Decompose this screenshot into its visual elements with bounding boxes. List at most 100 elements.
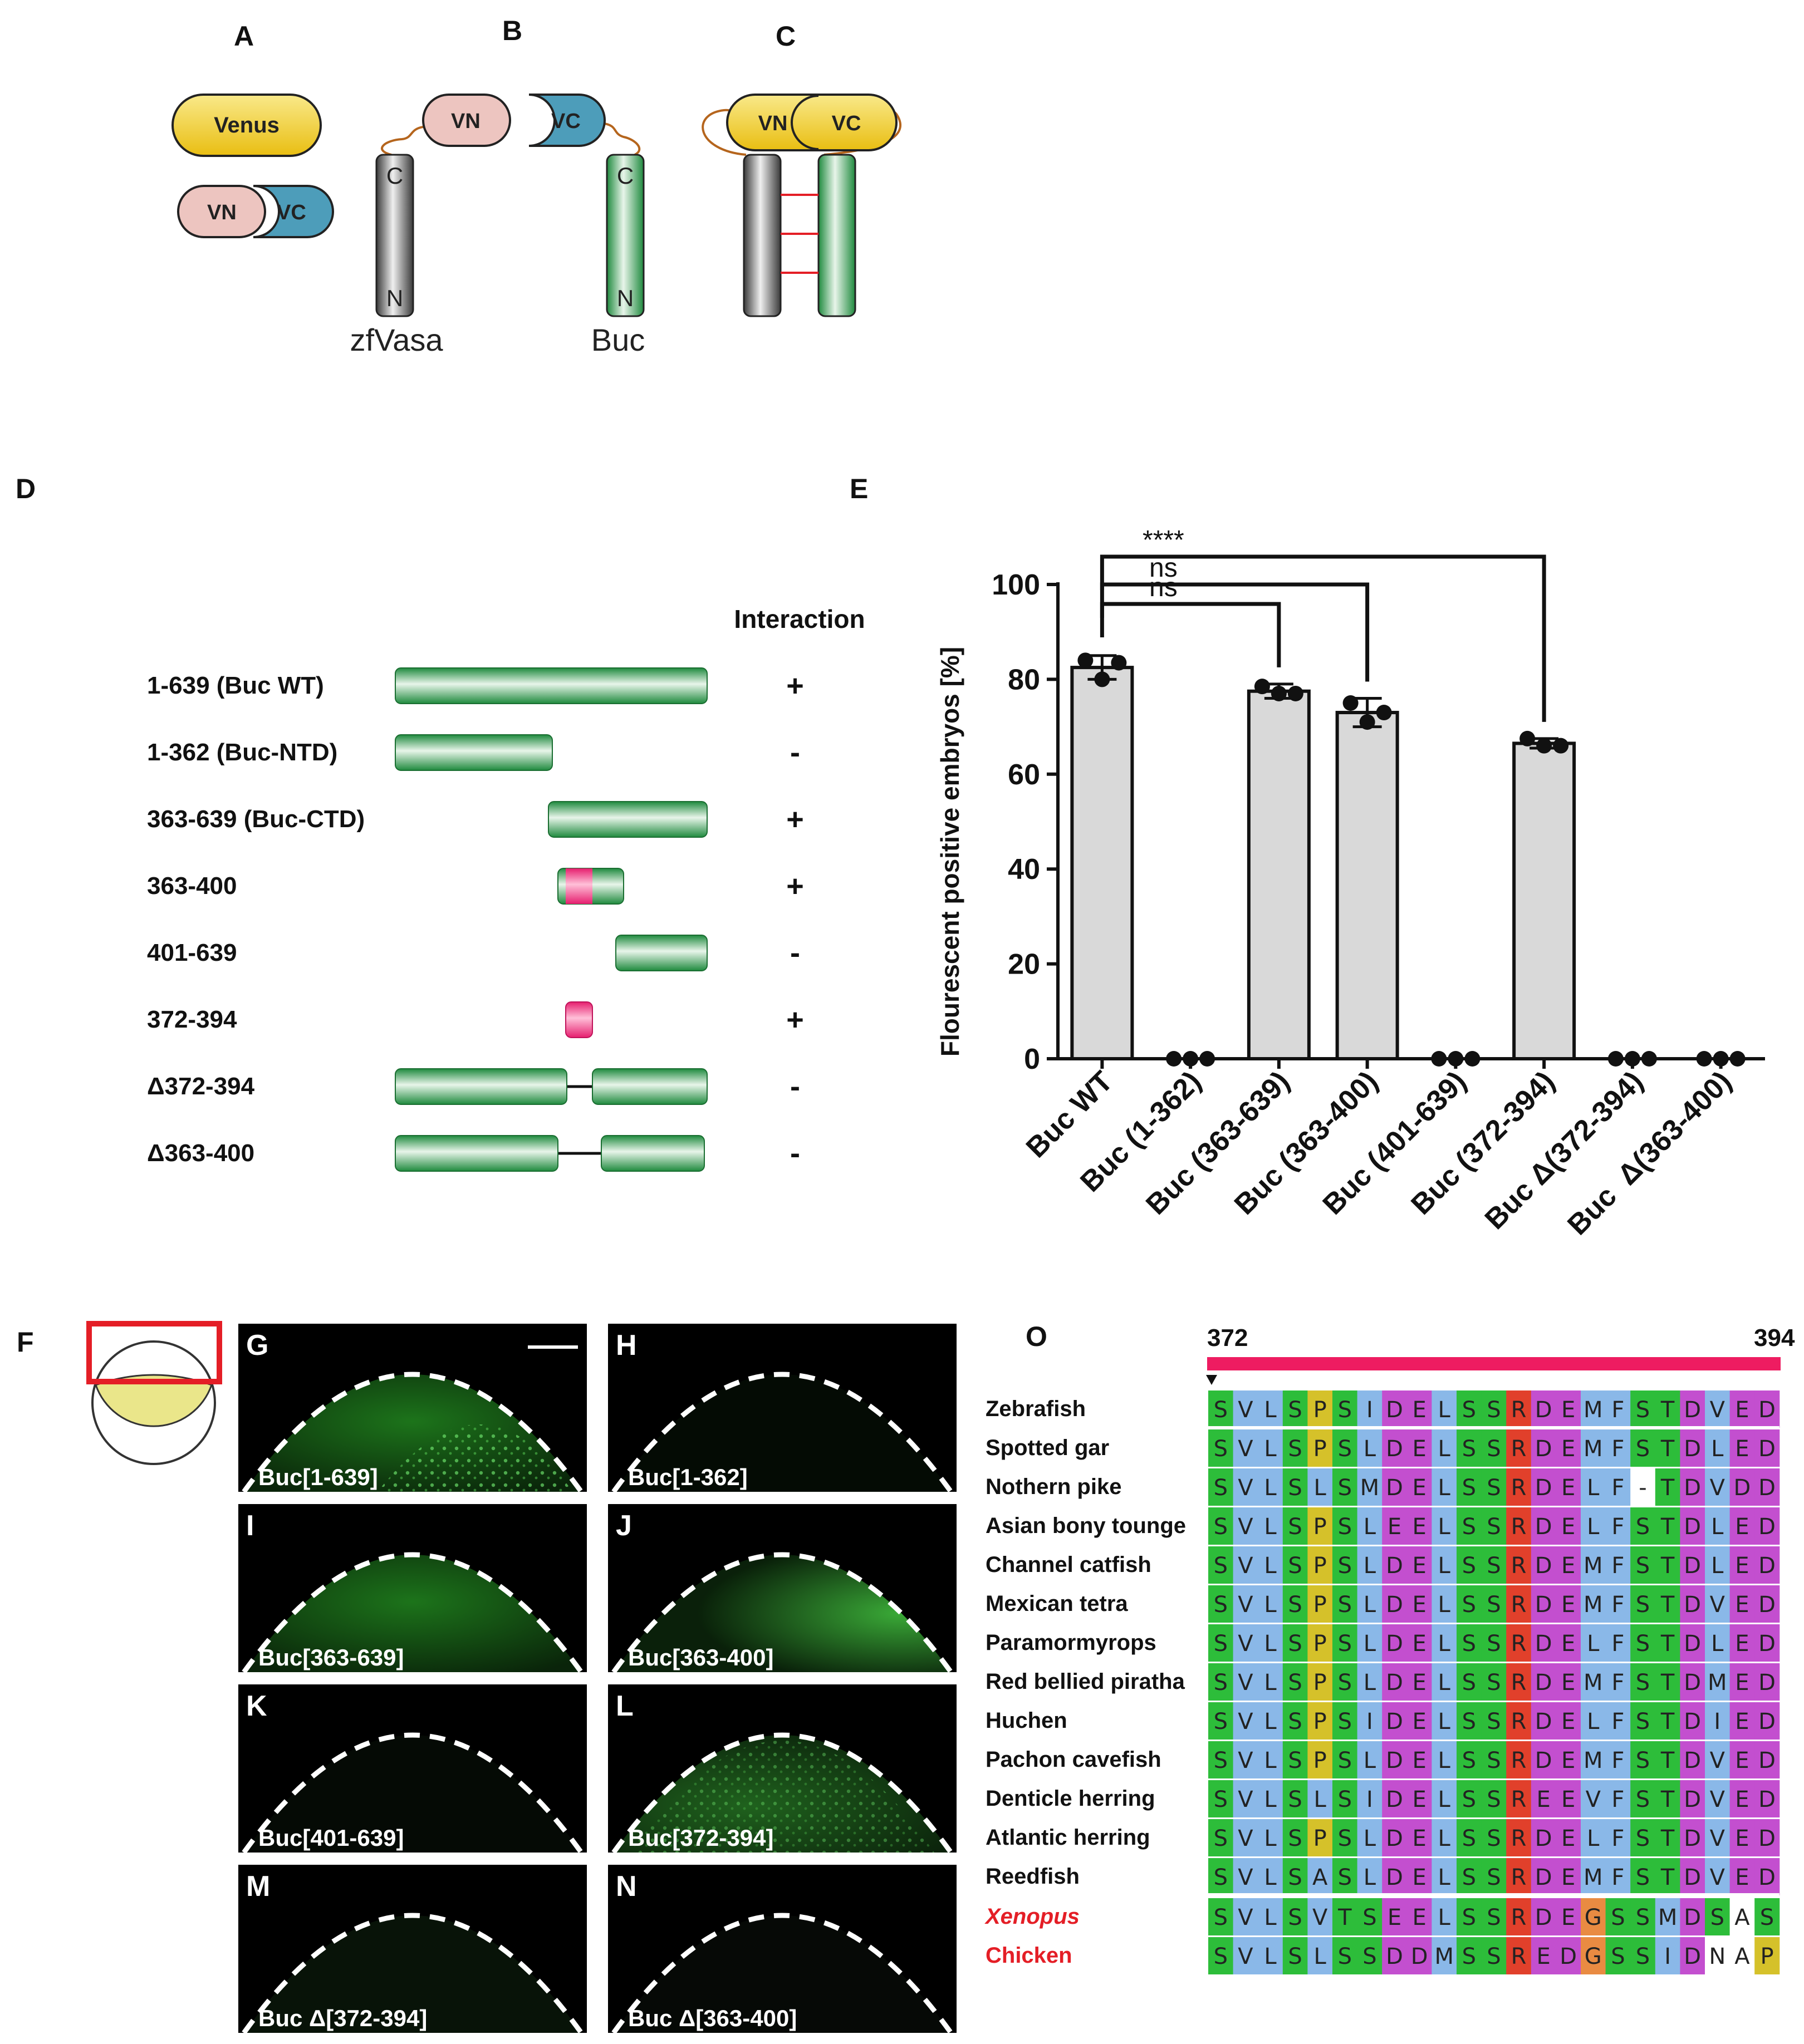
residue-letter: S [1636,1709,1650,1735]
data-point [1431,1051,1447,1067]
residue-letter: E [1561,1787,1575,1812]
residue-cell [1531,1468,1556,1506]
construct-bar [548,801,708,838]
residue-cell [1432,1390,1457,1428]
residue-cell [1481,1858,1507,1895]
residue-letter: E [1561,1905,1575,1930]
residue-letter: D [1386,1475,1403,1501]
species-label: Denticle herring [986,1786,1155,1811]
residue-letter: S [1338,1592,1352,1618]
residue-letter: D [1386,1787,1403,1812]
residue-cell [1605,1624,1631,1662]
embryo-outline-dashed [611,1732,953,1854]
residue-letter: S [1288,1514,1302,1540]
residue-cell [1531,1937,1556,1974]
residue-letter: S [1338,1787,1352,1812]
residue-cell [1233,1624,1258,1662]
x-tick-label: Buc Δ(363-400) [1561,1065,1738,1241]
residue-cell [1307,1429,1333,1467]
panel-E-chart: Flourescent positive embryos [%] 0204060… [935,525,1765,1241]
residue-letter: F [1611,1826,1624,1851]
residue-letter: S [1214,1514,1228,1540]
residue-letter: P [1313,1748,1327,1773]
residue-cell [1457,1468,1482,1506]
interaction-result: + [786,1003,804,1036]
residue-cell [1754,1624,1780,1662]
residue-letter: E [1412,1397,1426,1423]
embryo-outline-dashed [242,1372,584,1493]
residue-letter: D [1535,1865,1552,1890]
residue-cell [1729,1937,1755,1974]
residue-cell [1581,1858,1606,1895]
residue-cell [1406,1429,1432,1467]
residue-letter: R [1511,1592,1527,1618]
residue-letter: V [1238,1436,1253,1462]
residue-letter: I [1366,1709,1373,1735]
residue-cell [1581,1507,1606,1545]
residue-letter: V [1586,1787,1601,1812]
residue-letter: S [1636,1748,1650,1773]
micrograph-label: Buc[1-639] [258,1464,378,1490]
residue-cell [1705,1585,1731,1623]
residue-cell [1258,1624,1283,1662]
residue-cell [1382,1429,1408,1467]
residue-letter: T [1660,1592,1675,1618]
residue-cell [1680,1819,1705,1856]
residue-cell [1605,1546,1631,1584]
residue-cell [1258,1819,1283,1856]
residue-letter: S [1636,1436,1650,1462]
residue-letter: S [1487,1787,1501,1812]
residue-cell [1506,1780,1532,1817]
residue-cell [1208,1858,1234,1895]
residue-cell [1581,1585,1606,1623]
micrograph-letter: G [246,1329,268,1362]
construct-bar-pink [566,868,592,904]
residue-letter: S [1636,1397,1650,1423]
residue-cell [1233,1390,1258,1428]
residue-cell [1655,1624,1680,1662]
residue-cell [1705,1741,1731,1778]
residue-letter: M [1658,1905,1678,1930]
embryo-signal [244,1735,581,1853]
residue-letter: D [1758,1397,1776,1423]
residue-letter: S [1760,1905,1774,1930]
residue-letter: D [1535,1905,1552,1930]
micrograph-label: Buc[363-639] [258,1644,404,1670]
residue-letter: S [1288,1670,1302,1696]
residue-cell [1432,1819,1457,1856]
data-point [1464,1051,1481,1067]
residue-cell [1556,1937,1581,1974]
residue-letter: L [1364,1514,1376,1540]
panel-F [86,1321,222,1465]
residue-cell [1432,1858,1457,1895]
residue-cell [1332,1898,1358,1935]
residue-letter: F [1611,1670,1624,1696]
residue-cell [1406,1819,1432,1856]
residue-letter: V [1238,1709,1253,1735]
bar [1247,689,1311,1060]
residue-cell [1705,1702,1731,1740]
residue-cell [1282,1858,1308,1895]
residue-cell [1531,1390,1556,1428]
residue-letter: S [1288,1787,1302,1812]
residue-cell [1531,1507,1556,1545]
residue-cell [1258,1546,1283,1584]
y-tick-label: 0 [1024,1043,1040,1075]
residue-cell [1630,1507,1656,1545]
residue-cell [1556,1507,1581,1545]
residue-letter: D [1758,1865,1776,1890]
residue-letter: L [1264,1553,1277,1579]
residue-cell [1506,1702,1532,1740]
residue-letter: V [1238,1865,1253,1890]
residue-letter: T [1660,1631,1675,1657]
residue-letter: L [1438,1826,1451,1851]
residue-letter: S [1487,1826,1501,1851]
residue-cell [1655,1741,1680,1778]
residue-cell [1481,1468,1507,1506]
residue-letter: S [1462,1748,1476,1773]
residue-letter: T [1660,1748,1675,1773]
residue-cell [1481,1624,1507,1662]
residue-letter: S [1338,1553,1352,1579]
residue-cell [1282,1429,1308,1467]
residue-letter: D [1535,1709,1552,1735]
